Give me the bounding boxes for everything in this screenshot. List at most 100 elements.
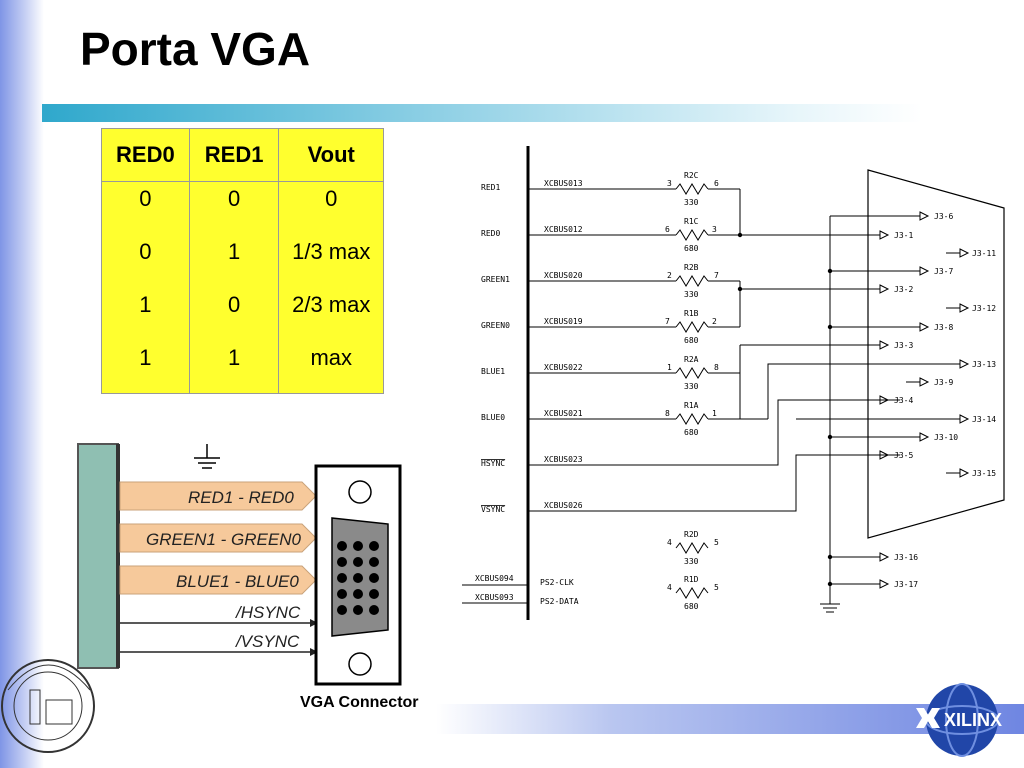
table-header: Vout — [278, 128, 384, 182]
net-name: XCBUS012 — [544, 225, 583, 234]
spare-resistor: R2D 330 4 5 — [667, 530, 719, 566]
resistor-value: 330 — [684, 198, 699, 207]
table-cell: 1 — [101, 340, 190, 394]
connector-caption: VGA Connector — [300, 694, 419, 711]
pin-number: 2 — [667, 271, 672, 280]
resistor-value: 680 — [684, 428, 699, 437]
net-name: XCBUS094 — [475, 574, 514, 583]
resistor-ref: R2A — [684, 355, 699, 364]
pin-number: 4 — [667, 538, 672, 547]
resistor-value: 680 — [684, 336, 699, 345]
table-cell: 1 — [189, 234, 280, 288]
table-cell: 0 — [189, 287, 280, 341]
resistor-icon — [675, 587, 709, 599]
pin-number: 1 — [667, 363, 672, 372]
arrow-label: GREEN1 - GREEN0 — [146, 530, 301, 549]
table-cell: max — [278, 340, 384, 394]
net-name: XCBUS020 — [544, 271, 583, 280]
table-cell: 1 — [189, 340, 280, 394]
schematic-row: RED0 XCBUS012 R1C 680 6 3 — [481, 217, 880, 253]
ps2-signals: XCBUS094 PS2-CLK XCBUS093 PS2-DATA — [462, 574, 579, 606]
pin-number: 5 — [714, 583, 719, 592]
signal-name: BLUE0 — [481, 413, 505, 422]
pin-number: 5 — [714, 538, 719, 547]
vga-pins — [337, 541, 379, 615]
vsync-arrowhead — [310, 648, 318, 656]
resistor-ref: R2C — [684, 171, 699, 180]
signal-arrow — [119, 481, 317, 511]
resistor-ref: R1D — [684, 575, 699, 584]
pin-label: J3-13 — [972, 360, 996, 369]
schematic-row: GREEN1 XCBUS020 R2B 330 2 7 — [481, 263, 740, 299]
pin-number: 8 — [665, 409, 670, 418]
table-cell: 1 — [101, 287, 190, 341]
signal-name: RED0 — [481, 229, 500, 238]
pin-label: J3-10 — [934, 433, 958, 442]
table-row: 0 0 0 — [101, 181, 384, 235]
resistor-icon — [675, 542, 709, 554]
table-cell: 1/3 max — [278, 234, 384, 288]
schematic-row: VSYNC XCBUS026 — [481, 454, 900, 514]
pin-number: 7 — [714, 271, 719, 280]
pin-number: 6 — [665, 225, 670, 234]
pin-number: 3 — [712, 225, 717, 234]
resistor-ref: R2D — [684, 530, 699, 539]
pin-label: J3-6 — [934, 212, 953, 221]
arrow-label: RED1 - RED0 — [188, 488, 294, 507]
pin-label: J3-4 — [894, 396, 913, 405]
left-gradient-band — [0, 0, 44, 768]
pin-label: J3-7 — [934, 267, 953, 276]
signal-name: HSYNC — [481, 459, 505, 468]
resistor-ref: R1B — [684, 309, 699, 318]
signal-name: RED1 — [481, 183, 500, 192]
spare-resistor: R1D 680 4 5 — [667, 575, 719, 611]
table-cell: 0 — [101, 234, 190, 288]
resistor-icon — [675, 321, 709, 333]
table-header: RED1 — [189, 128, 280, 182]
ground-icon — [194, 444, 220, 469]
schematic-row: BLUE1 XCBUS022 R2A 330 1 8 — [481, 355, 740, 391]
hsync-arrowhead — [310, 619, 318, 627]
vsync-label: /VSYNC — [235, 632, 300, 651]
table-cell: 0 — [189, 181, 280, 235]
signal-arrow — [119, 523, 317, 553]
pin-label: J3-12 — [972, 304, 996, 313]
connector-pins: J3-6 J3-1 J3-11 J3-7 J3-2 J3-12 J3-8 J3-… — [879, 211, 996, 589]
xilinx-wordmark: XILINX — [944, 710, 1002, 730]
net-name: XCBUS023 — [544, 455, 583, 464]
pin-number: 6 — [714, 179, 719, 188]
signal-name: GREEN1 — [481, 275, 510, 284]
pin-number: 4 — [667, 583, 672, 592]
net-name: XCBUS022 — [544, 363, 583, 372]
ground-icon — [820, 598, 840, 613]
pin-label: J3-5 — [894, 451, 913, 460]
net-name: XCBUS093 — [475, 593, 514, 602]
resistor-value: 330 — [684, 290, 699, 299]
net-name: XCBUS026 — [544, 501, 583, 510]
signal-name: PS2-DATA — [540, 597, 579, 606]
resistor-value: 330 — [684, 557, 699, 566]
pin-label: J3-1 — [894, 231, 913, 240]
resistor-icon — [675, 413, 709, 425]
pin-label: J3-8 — [934, 323, 953, 332]
table-header-row: RED0 RED1 Vout — [101, 128, 384, 182]
signal-arrow — [119, 565, 317, 595]
pin-label: J3-14 — [972, 415, 996, 424]
resistor-icon — [675, 275, 709, 287]
xilinx-mark-icon — [916, 708, 940, 728]
table-cell: 0 — [101, 181, 190, 235]
table-row: 0 1 1/3 max — [101, 234, 384, 288]
truth-table: RED0 RED1 Vout 0 0 0 0 1 1/3 max 1 0 2/3… — [101, 128, 384, 394]
resistor-icon — [675, 229, 709, 241]
mount-hole-icon — [348, 480, 372, 504]
pcb-edge — [77, 443, 119, 669]
net-name: XCBUS019 — [544, 317, 583, 326]
table-header: RED0 — [101, 128, 190, 182]
signal-name: GREEN0 — [481, 321, 510, 330]
resistor-value: 330 — [684, 382, 699, 391]
net-name: XCBUS021 — [544, 409, 583, 418]
